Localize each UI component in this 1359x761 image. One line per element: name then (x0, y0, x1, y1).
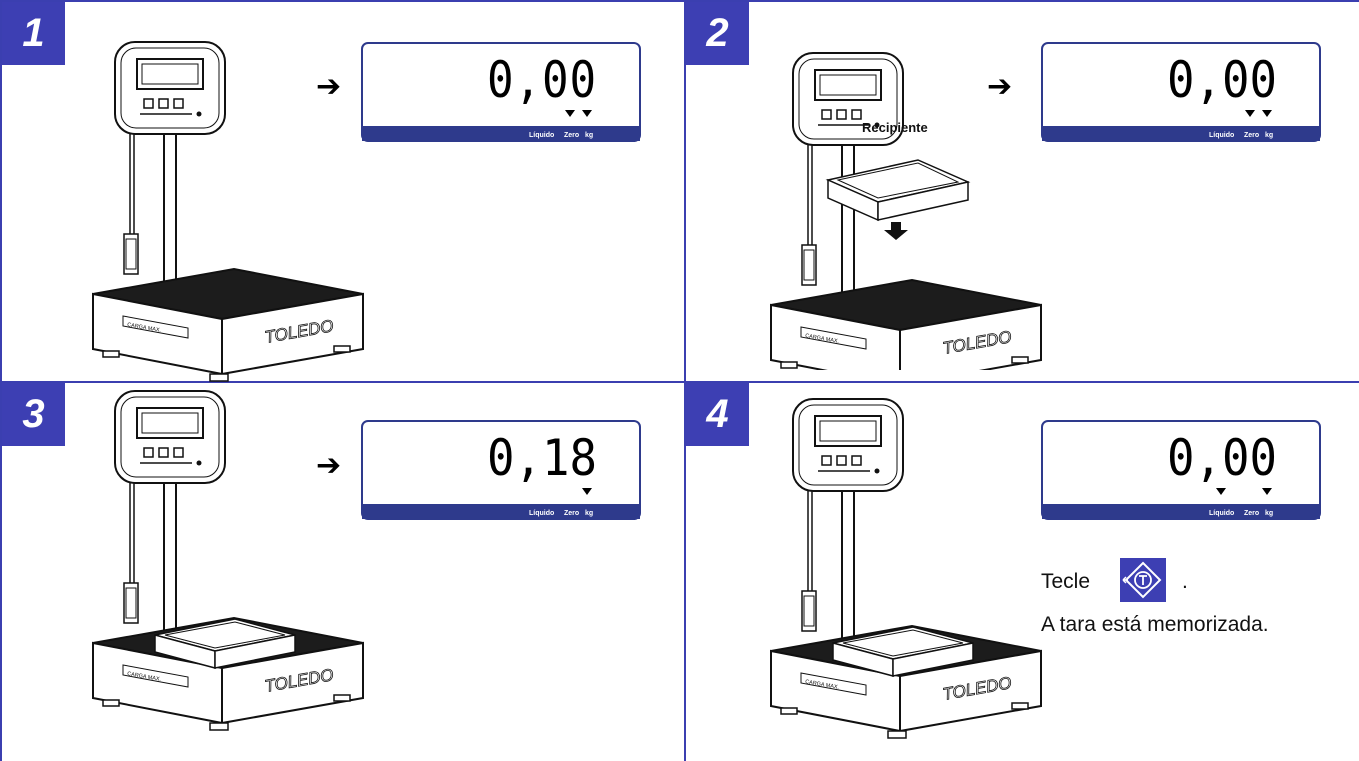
legend-zero: Zero (564, 132, 579, 139)
arrow-right-icon: ➔ (987, 69, 1013, 104)
legend-liquido: Líquido (1209, 510, 1234, 517)
legend-liquido: Líquido (529, 510, 554, 517)
legend-kg: kg (1265, 510, 1273, 517)
scale-illustration: TOLEDO CARGA MAX. (770, 398, 1042, 739)
legend-liquido: Líquido (529, 132, 554, 139)
legend-kg: kg (585, 510, 593, 517)
legend-zero: Zero (1244, 510, 1259, 517)
step-number-badge: 3 (2, 383, 65, 446)
frame-top (0, 0, 1359, 2)
container-illustration (154, 618, 296, 669)
panel-step-1: 1 TOLEDO CARGA MAX. ➔ 0,00 Líquido Zero … (2, 2, 678, 382)
scale-illustration: TOLEDO CARGA MAX. (92, 41, 364, 382)
legend-kg: kg (585, 132, 593, 139)
container-caption: Recipiente (862, 120, 928, 135)
instruction-period: . (1182, 570, 1188, 593)
tare-key-button[interactable] (1120, 558, 1166, 602)
instruction-tare-memorized: A tara está memorizada. (1041, 613, 1269, 636)
scale-illustration: TOLEDO CARGA MAX. (770, 52, 1042, 370)
kg-indicator-icon (582, 488, 592, 495)
arrow-right-icon: ➔ (316, 69, 342, 104)
frame-left (0, 0, 2, 761)
arrow-down-icon (884, 222, 908, 240)
zero-indicator-icon (1245, 110, 1255, 117)
container-illustration (825, 159, 971, 222)
frame-middle-horizontal (0, 381, 1359, 383)
display-reading: 0,00 (1167, 429, 1277, 487)
kg-indicator-icon (582, 110, 592, 117)
legend-zero: Zero (564, 510, 579, 517)
container-illustration (832, 626, 974, 677)
capacity-plate-label: CARGA MAX. (805, 679, 840, 691)
scale-display: 0,00 Líquido Zero kg (361, 42, 641, 142)
step-number-badge: 2 (686, 2, 749, 65)
capacity-plate-label: CARGA MAX. (127, 671, 162, 683)
display-reading: 0,00 (1167, 51, 1277, 109)
scale-illustration: TOLEDO CARGA MAX. (92, 390, 364, 731)
legend-zero: Zero (1244, 132, 1259, 139)
capacity-plate-label: CARGA MAX. (805, 333, 840, 345)
legend-liquido: Líquido (1209, 132, 1234, 139)
panel-step-4: 4 TOLEDO CARGA MAX. 0,00 Líquido Zero kg… (686, 383, 1359, 759)
tare-diamond-icon (1124, 561, 1162, 599)
capacity-plate-label: CARGA MAX. (127, 322, 162, 334)
scale-display: 0,00 Líquido Zero kg (1041, 420, 1321, 520)
scale-display: 0,00 Líquido Zero kg (1041, 42, 1321, 142)
panel-step-3: 3 TOLEDO CARGA MAX. ➔ 0,18 Líquido Zero … (2, 383, 678, 759)
display-reading: 0,18 (487, 429, 597, 487)
scale-display: 0,18 Líquido Zero kg (361, 420, 641, 520)
display-reading: 0,00 (487, 51, 597, 109)
zero-indicator-icon (565, 110, 575, 117)
frame-middle-vertical (684, 0, 686, 761)
instruction-tecle: Tecle (1041, 570, 1091, 593)
arrow-right-icon: ➔ (316, 448, 342, 483)
panel-step-2: 2 TOLEDO CARGA MAX. Recipiente ➔ 0,00 (686, 2, 1359, 378)
net-indicator-icon (1216, 488, 1226, 495)
step-number-badge: 4 (686, 383, 749, 446)
step-number-badge: 1 (2, 2, 65, 65)
kg-indicator-icon (1262, 110, 1272, 117)
kg-indicator-icon (1262, 488, 1272, 495)
legend-kg: kg (1265, 132, 1273, 139)
